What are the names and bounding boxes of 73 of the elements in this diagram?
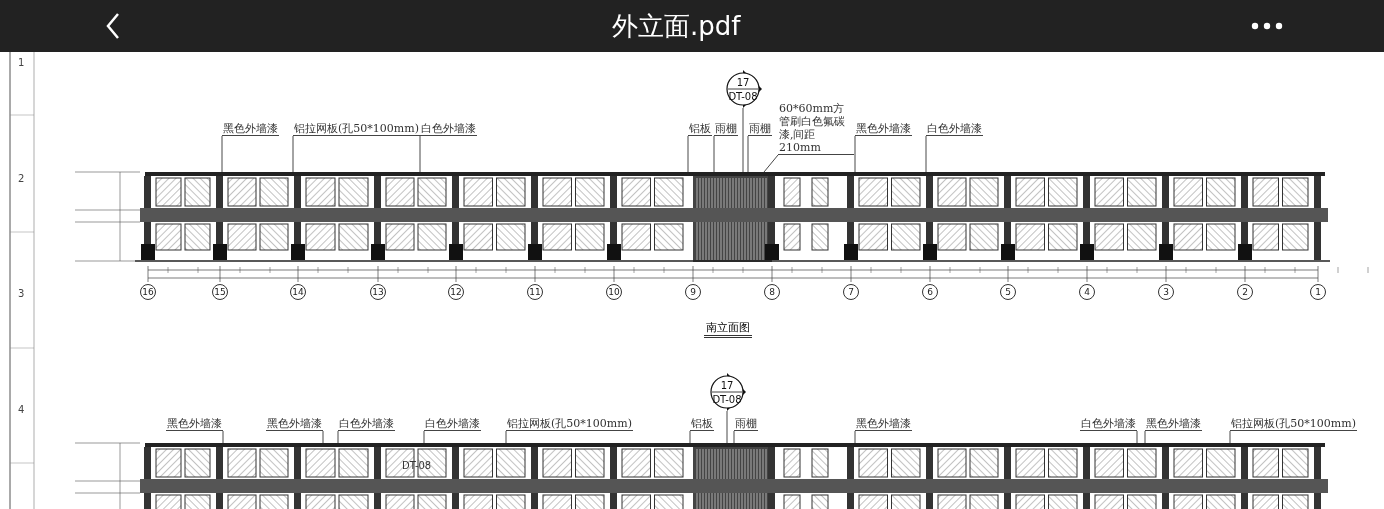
leader-line: [687, 135, 689, 173]
leader-line: [713, 135, 715, 173]
leader-line: [221, 135, 223, 173]
material-note: 铝拉网板(孔50*100mm): [293, 122, 420, 136]
material-note: 黑色外墙漆: [166, 417, 223, 431]
material-note: 铝拉网板(孔50*100mm): [1230, 417, 1357, 431]
material-note: 白色外墙漆: [926, 122, 983, 136]
axis-number: 2: [1237, 284, 1253, 300]
material-note: 白色外墙漆: [1080, 417, 1137, 431]
material-note: 白色外墙漆: [338, 417, 395, 431]
material-note: 铝拉网板(孔50*100mm): [506, 417, 633, 431]
sheet-number: DT-08: [727, 91, 759, 102]
axis-number: 7: [843, 284, 859, 300]
axis-number: 10: [606, 284, 622, 300]
leader-line: [925, 135, 927, 173]
leader-line: [322, 430, 324, 444]
building-elevation-drawing: [74, 171, 1331, 262]
axis-number: 3: [1158, 284, 1174, 300]
section-marker: [708, 373, 746, 411]
material-note: 60*60mm方管刷白色氟碳漆,间距210mm: [778, 102, 854, 155]
detail-number: 17: [719, 380, 735, 391]
detail-number: 17: [735, 77, 751, 88]
sheet-number: DT-08: [711, 394, 743, 405]
material-note: 铝板: [688, 122, 712, 136]
material-note: 黑色外墙漆: [222, 122, 279, 136]
axis-number: 9: [685, 284, 701, 300]
border-number: 1: [18, 57, 25, 68]
border-number: 3: [18, 288, 25, 299]
material-note: 黑色外墙漆: [855, 417, 912, 431]
leader-line: [733, 430, 735, 444]
material-note: 黑色外墙漆: [266, 417, 323, 431]
section-marker: [724, 70, 762, 108]
axis-number: 11: [527, 284, 543, 300]
axis-number: 4: [1079, 284, 1095, 300]
leader-line: [689, 430, 691, 444]
leader-line: [726, 410, 728, 444]
leader-line: [742, 107, 744, 173]
material-note: 铝板: [690, 417, 714, 431]
leader-line: [854, 135, 856, 173]
material-note: 白色外墙漆: [420, 122, 477, 136]
axis-number: 14: [290, 284, 306, 300]
leader-line: [747, 135, 749, 173]
leader-line: [1144, 430, 1146, 444]
leader-line: [419, 135, 421, 173]
material-note: 黑色外墙漆: [855, 122, 912, 136]
axis-number: 1: [1310, 284, 1326, 300]
border-number: 2: [18, 173, 25, 184]
axis-number: 12: [448, 284, 464, 300]
leader-line: [423, 430, 425, 444]
detail-reference: DT-08: [402, 460, 432, 471]
leader-line: [222, 430, 224, 444]
axis-number: 15: [212, 284, 228, 300]
leader-line: [337, 430, 339, 444]
material-note: 白色外墙漆: [424, 417, 481, 431]
axis-number: 16: [140, 284, 156, 300]
drawing-caption: 南立面图: [704, 320, 752, 338]
leader-line: [763, 154, 779, 173]
axis-number: 8: [764, 284, 780, 300]
material-note: 雨棚: [734, 417, 758, 431]
leader-line: [505, 430, 507, 444]
axis-number: 5: [1000, 284, 1016, 300]
material-note: 雨棚: [748, 122, 772, 136]
leader-line: [854, 430, 856, 444]
building-elevation-drawing: [74, 442, 1328, 509]
leader-line: [1229, 430, 1231, 444]
axis-number: 13: [370, 284, 386, 300]
axis-number: 6: [922, 284, 938, 300]
leader-line: [1136, 430, 1138, 444]
leader-line: [292, 135, 294, 173]
material-note: 雨棚: [714, 122, 738, 136]
file-title: 外立面.pdf: [612, 11, 741, 41]
material-note: 黑色外墙漆: [1145, 417, 1202, 431]
border-number: 4: [18, 404, 25, 415]
